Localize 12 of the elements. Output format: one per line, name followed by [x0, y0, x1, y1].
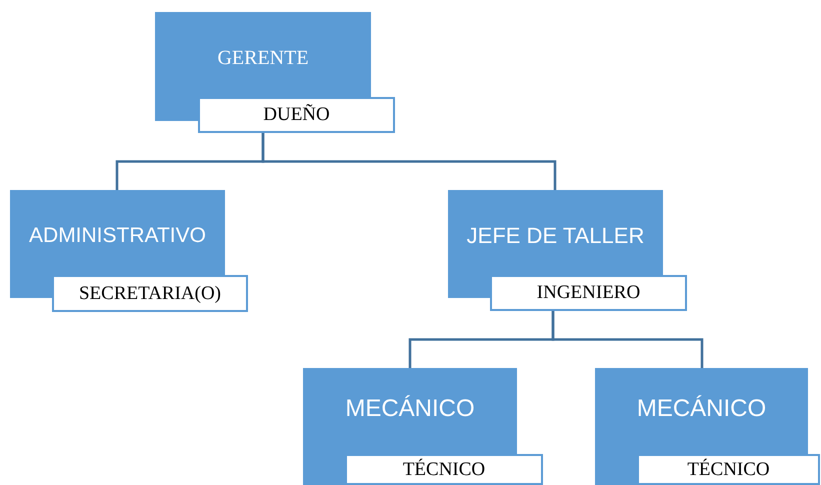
role-label: TÉCNICO	[637, 454, 820, 485]
position-title: GERENTE	[217, 47, 309, 70]
role-label: INGENIERO	[490, 275, 687, 311]
position-title: ADMINISTRATIVO	[29, 224, 206, 248]
position-title: MECÁNICO	[636, 394, 766, 422]
position-title: MECÁNICO	[345, 394, 475, 422]
connector-line	[552, 311, 704, 368]
role-label: SECRETARIA(O)	[52, 275, 248, 312]
position-title: JEFE DE TALLER	[466, 223, 644, 249]
role-label: DUEÑO	[198, 97, 395, 133]
connector-line	[262, 133, 556, 190]
role-label: TÉCNICO	[345, 454, 543, 485]
